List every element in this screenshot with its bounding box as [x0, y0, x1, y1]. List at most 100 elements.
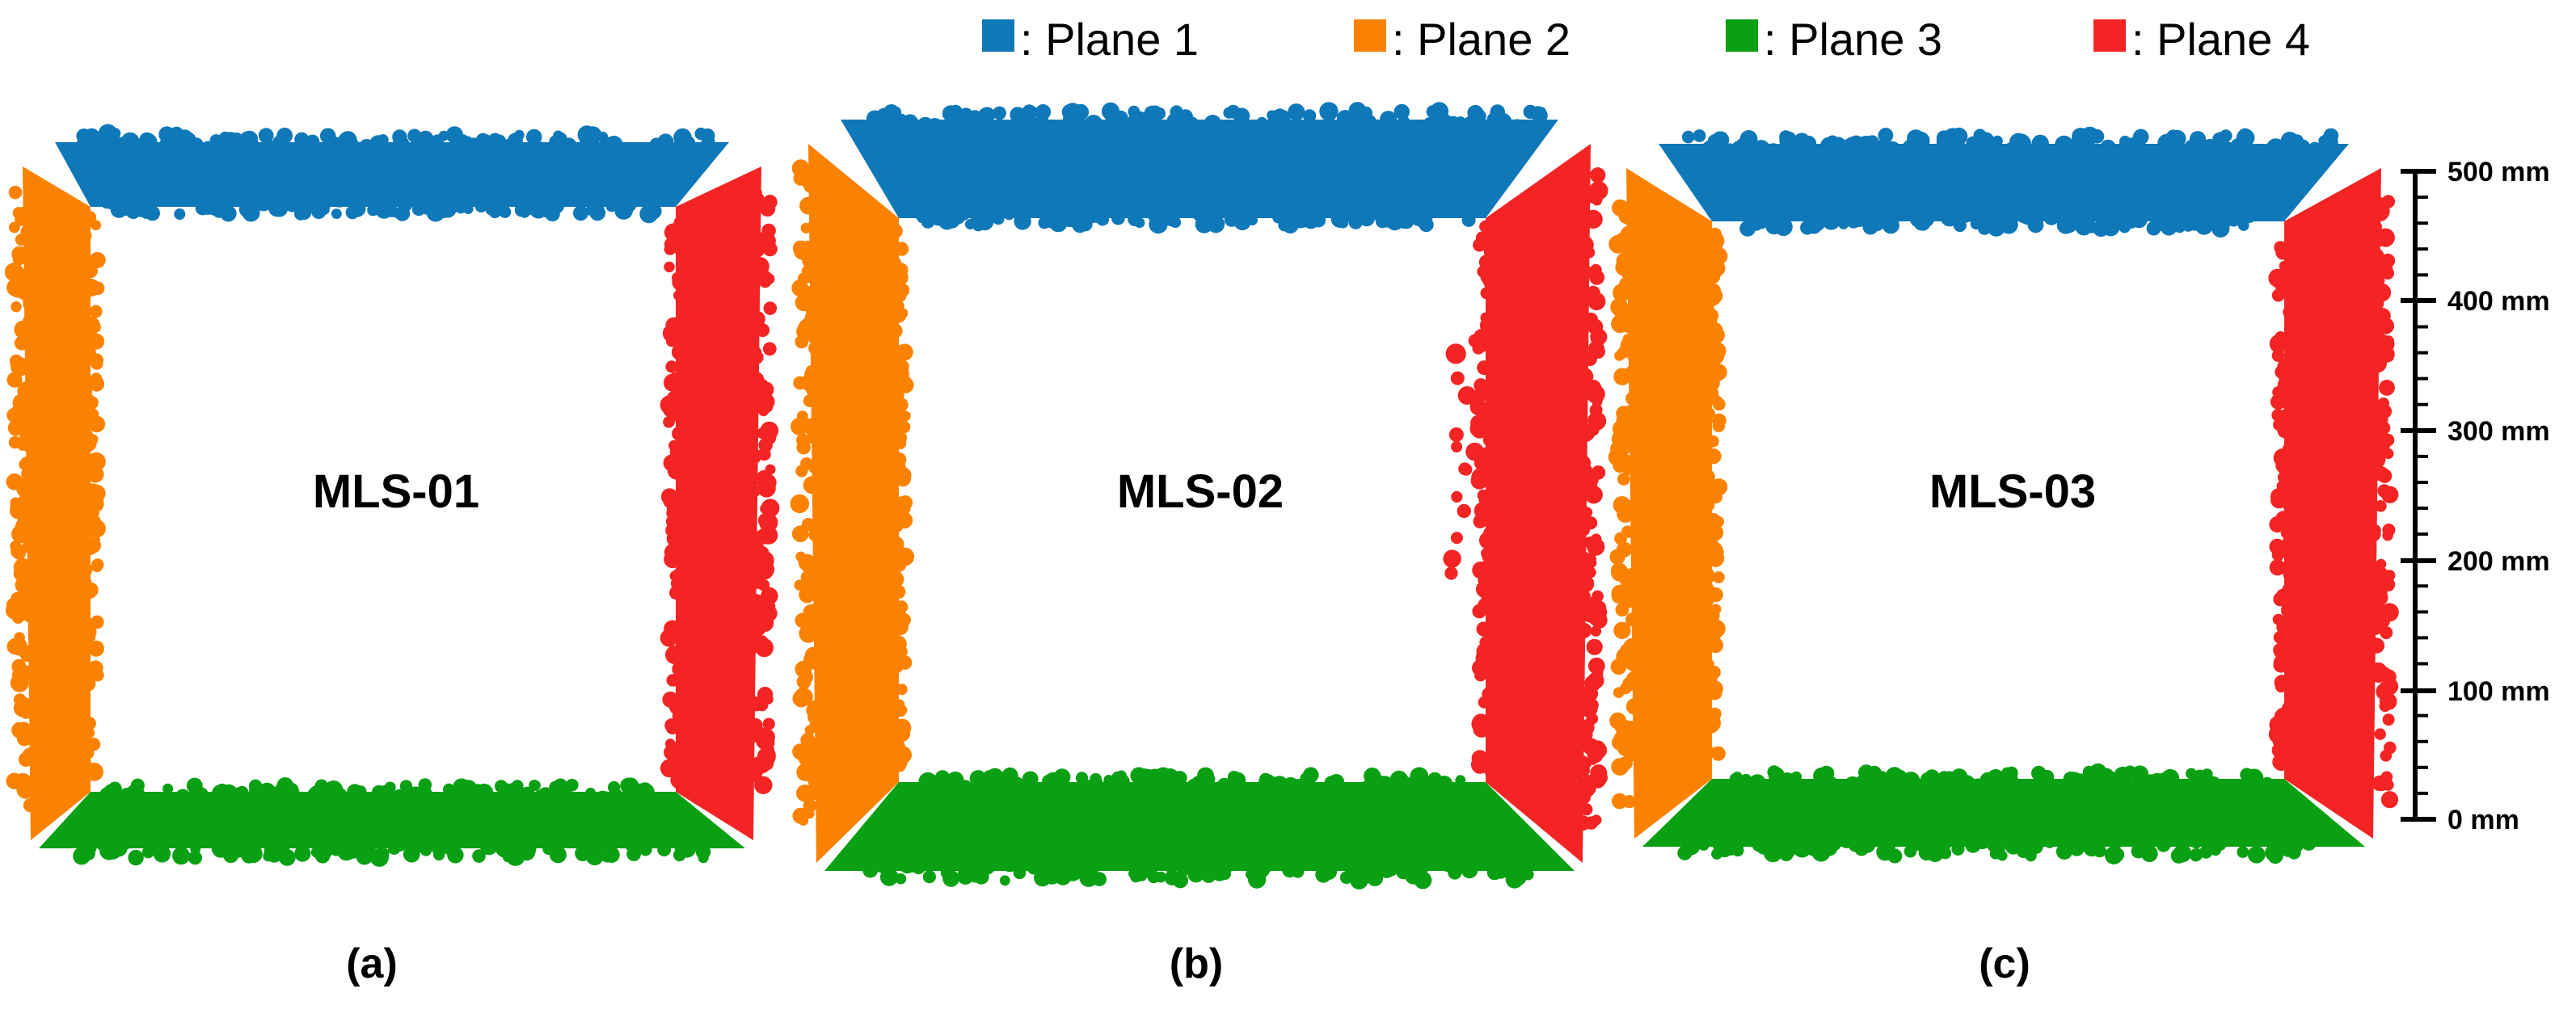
plane-1-point — [1822, 212, 1840, 230]
panel-mls-01: MLS-01 (a) — [4, 124, 780, 987]
plane-4-point — [669, 444, 687, 461]
plane-1-point — [110, 200, 128, 218]
scale-bar: 500 mm 400 mm 300 mm 200 mm 100 mm 0 mm — [2401, 157, 2550, 835]
plane-2-point — [790, 494, 809, 514]
plane-3-point — [1987, 769, 2005, 787]
plane-1-point — [1062, 111, 1079, 128]
plane-1-point — [1807, 145, 1821, 158]
plane-2-point — [1703, 583, 1714, 595]
plane-3-point — [947, 771, 964, 789]
plane-4-point — [1575, 456, 1590, 470]
plane-3-point — [600, 847, 616, 863]
plane-4-point — [751, 726, 768, 744]
legend-swatch-plane-1 — [982, 19, 1014, 52]
plane-2-point — [1617, 505, 1634, 524]
plane-3-point — [940, 865, 955, 880]
plane-1-point — [2266, 138, 2285, 158]
plane-3-point — [673, 848, 686, 862]
plane-1-point — [501, 142, 515, 156]
plane-4-point — [750, 634, 770, 654]
plane-2-point — [1627, 329, 1639, 341]
plane-1-point — [1950, 127, 1968, 145]
plane-4-point — [2376, 228, 2395, 247]
plane-2-point — [799, 196, 818, 215]
plane-4-point — [2380, 791, 2399, 809]
plane-3-point — [2009, 841, 2020, 852]
plane-3-point — [282, 782, 299, 799]
plane-4-point — [1478, 696, 1490, 709]
plane-4-point — [2369, 662, 2388, 681]
plane-4-point — [2269, 559, 2286, 576]
plane-2-point — [76, 260, 95, 280]
plane-3-point — [356, 848, 373, 865]
legend-item-plane-1: : Plane 1 — [982, 14, 1199, 65]
plane-4-point — [2275, 244, 2291, 260]
plane-4-outlier — [1468, 334, 1482, 347]
plane-1-point — [2119, 221, 2131, 233]
plane-4-point — [666, 674, 680, 687]
legend: : Plane 1 : Plane 2 : Plane 3 : Plane 4 — [982, 14, 2310, 65]
plane-1-point — [1693, 129, 1706, 142]
plane-4-point — [1479, 531, 1497, 549]
plane-4-point — [1578, 524, 1591, 536]
plane-3-point — [2170, 848, 2187, 864]
plane-1-point — [614, 201, 633, 220]
plane-4-point — [2376, 558, 2387, 570]
plane-3-point — [175, 789, 191, 805]
plane-1-point — [599, 137, 617, 154]
plane-1-point — [1010, 107, 1027, 124]
plane-4-point — [746, 246, 759, 259]
plane-4-point — [755, 608, 771, 625]
plane-4-point — [672, 427, 686, 441]
plane-1-point — [1842, 138, 1855, 150]
plane-4-point — [754, 776, 773, 794]
plane-2-point — [20, 589, 39, 608]
plane-3-point — [512, 785, 525, 797]
plane-3-point — [999, 875, 1010, 886]
plane-2-point — [19, 336, 31, 349]
plane-3-point — [598, 830, 617, 848]
plane-3-point — [1269, 776, 1280, 788]
plane-4-point — [2376, 311, 2389, 323]
plane-1-point — [1327, 119, 1339, 131]
plane-2-point — [1701, 266, 1720, 284]
plane-1-point — [1282, 217, 1299, 233]
plane-4-point — [1477, 360, 1492, 376]
plane-4-point — [2283, 565, 2300, 583]
plane-4-point — [1479, 221, 1491, 233]
plane-3-point — [145, 834, 162, 852]
plane-4-point — [665, 515, 679, 528]
plane-3-point — [1324, 776, 1338, 789]
plane-4-point — [1589, 270, 1605, 285]
panel-title-mls-02: MLS-02 — [1117, 465, 1284, 518]
plane-2-point — [883, 517, 902, 536]
plane-3-point — [108, 781, 122, 796]
plane-3-point — [1054, 868, 1072, 885]
plane-3-point — [862, 858, 874, 871]
plane-1-point — [975, 212, 994, 231]
plane-3-point — [1872, 779, 1886, 793]
plane-2-point — [894, 759, 906, 772]
plane-2-band — [808, 144, 899, 863]
plane-1-point — [1272, 211, 1285, 224]
plane-4-point — [666, 529, 685, 548]
plane-4-point — [1585, 473, 1599, 487]
plane-2-point — [810, 263, 823, 277]
plane-3-point — [172, 847, 191, 865]
plane-1-point — [411, 202, 426, 217]
plane-3-point — [697, 840, 709, 852]
plane-2-point — [89, 376, 105, 392]
plane-1-point — [2189, 131, 2207, 148]
plane-3-point — [549, 846, 567, 864]
plane-3-point — [1904, 844, 1917, 858]
plane-3-point — [2244, 773, 2261, 791]
plane-2-point — [90, 615, 104, 629]
plane-3-point — [2265, 844, 2281, 861]
plane-2-point — [25, 398, 37, 410]
plane-1-point — [1385, 212, 1404, 231]
plane-4-point — [1469, 398, 1487, 416]
plane-3-point — [2156, 837, 2171, 852]
plane-2-point — [6, 473, 23, 490]
plane-4-point — [1585, 187, 1601, 204]
plane-4-point — [1575, 622, 1592, 639]
